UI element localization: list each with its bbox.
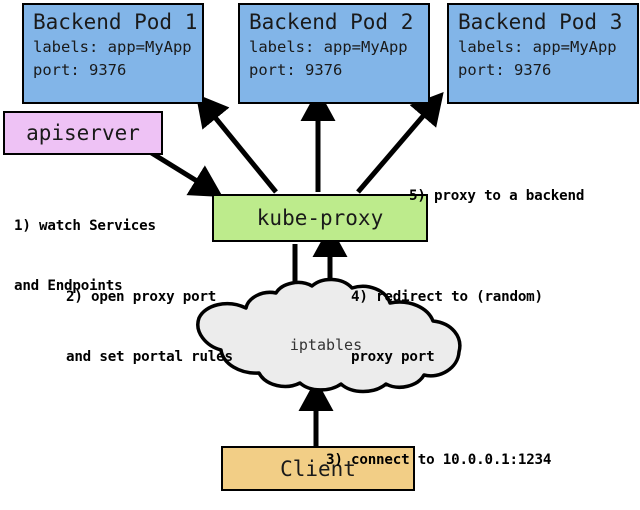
edge-label-2-line1: 2) open proxy port — [66, 289, 217, 305]
edge-label-1: 1) watch Services and Endpoints — [14, 176, 156, 336]
edge-label-4-line2: proxy port — [351, 349, 435, 365]
pod1-title: Backend Pod 1 — [33, 10, 198, 34]
pod2-labels: labels: app=MyApp — [249, 38, 408, 56]
iptables-label: iptables — [289, 336, 363, 354]
edge-label-1-line1: 1) watch Services — [14, 218, 156, 234]
pod2-title: Backend Pod 2 — [249, 10, 414, 34]
node-backend-pod-2[interactable]: Backend Pod 2 labels: app=MyApp port: 93… — [238, 3, 430, 104]
pod2-port: port: 9376 — [249, 61, 343, 79]
edge-label-2-line2: and set portal rules — [66, 349, 233, 365]
node-backend-pod-1[interactable]: Backend Pod 1 labels: app=MyApp port: 93… — [22, 3, 204, 104]
apiserver-title: apiserver — [26, 121, 140, 145]
edge-apiserver-to-kubeproxy — [148, 149, 223, 198]
edge-layer — [148, 89, 462, 446]
edge-label-5-line1: 5) proxy to a backend — [409, 188, 585, 204]
pod1-port: port: 9376 — [33, 61, 127, 79]
iptables-cloud — [196, 277, 462, 394]
edge-kubeproxy-to-pod3 — [356, 92, 444, 194]
edge-label-2: 2) open proxy port and set portal rules — [66, 247, 233, 407]
edge-label-3-line1: 3) connect to 10.0.0.1:1234 — [326, 452, 552, 468]
edge-label-4: 4) redirect to (random) proxy port — [351, 247, 543, 407]
client-title: Client — [280, 456, 356, 481]
edge-label-3: 3) connect to 10.0.0.1:1234 — [326, 410, 551, 510]
pod3-port: port: 9376 — [458, 61, 552, 79]
edge-kubeproxy-to-pod1 — [195, 93, 278, 194]
node-apiserver[interactable]: apiserver — [3, 111, 163, 155]
edge-label-1-line2: and Endpoints — [14, 278, 123, 294]
edge-label-5: 5) proxy to a backend — [409, 146, 584, 246]
node-kube-proxy[interactable]: kube-proxy — [212, 194, 428, 242]
pod1-labels: labels: app=MyApp — [33, 38, 192, 56]
pod3-labels: labels: app=MyApp — [458, 38, 617, 56]
node-backend-pod-3[interactable]: Backend Pod 3 labels: app=MyApp port: 93… — [447, 3, 639, 104]
node-client[interactable]: Client — [221, 446, 415, 491]
kubeproxy-title: kube-proxy — [256, 206, 384, 230]
pod3-title: Backend Pod 3 — [458, 10, 623, 34]
diagram-canvas: Backend Pod 1 labels: app=MyApp port: 93… — [3, 3, 639, 491]
edge-label-4-line1: 4) redirect to (random) — [351, 289, 543, 305]
